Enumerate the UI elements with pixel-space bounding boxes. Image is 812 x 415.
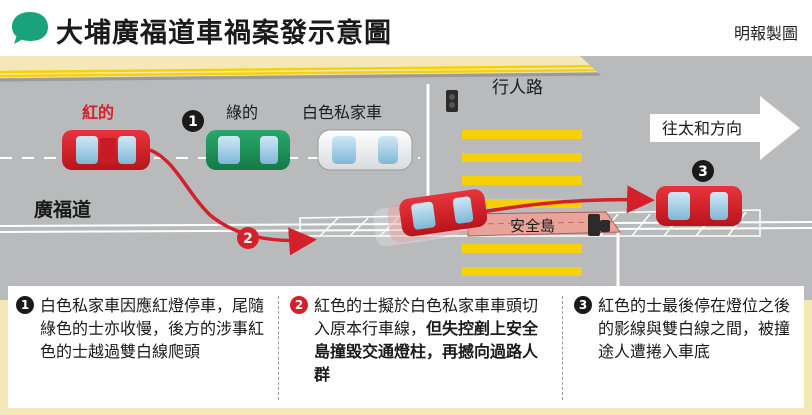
crossing-label: 行人路: [492, 78, 543, 98]
trajectory-path: [149, 148, 317, 256]
step-marker-2: 2: [237, 227, 259, 249]
svg-text:2: 2: [243, 231, 253, 247]
note-3: 3 紅色的士最後停在燈位之後的影線與雙白線之間，被撞途人遭捲入車底: [574, 294, 796, 363]
svg-text:3: 3: [698, 164, 708, 180]
note-number: 2: [290, 296, 308, 314]
road-surface: [0, 70, 812, 300]
traffic-light-icon: [588, 214, 610, 236]
red-taxi-label: 紅的: [82, 103, 114, 122]
page-title: 大埔廣福道車禍案發示意圖: [56, 18, 392, 49]
private-car-label: 白色私家車: [302, 103, 382, 122]
note-2: 2 紅色的士擬於白色私家車車頭切入原本行車線，但失控剷上安全島撞毀交通燈柱，再撼…: [290, 294, 552, 386]
notes-panel: 1 白色私家車因應紅燈停車，尾隨綠色的士亦收慢，後方的涉事紅色的士越過雙白線爬頭…: [8, 286, 804, 408]
note-text: 紅色的士最後停在燈位之後的影線與雙白線之間，被撞途人遭捲入車底: [598, 296, 791, 361]
green-taxi-car: [206, 130, 290, 170]
note-text: 白色私家車因應紅燈停車，尾隨綠色的士亦收慢，後方的涉事紅色的士越過雙白線爬頭: [40, 296, 265, 361]
note-1: 1 白色私家車因應紅燈停車，尾隨綠色的士亦收慢，後方的涉事紅色的士越過雙白線爬頭: [16, 294, 270, 363]
step-marker-3: 3: [692, 160, 714, 182]
traffic-light-icon: [446, 90, 458, 112]
red-taxi-car: [62, 130, 150, 170]
header: 大埔廣福道車禍案發示意圖 明報製圖: [0, 0, 812, 56]
note-number: 1: [16, 296, 34, 314]
red-taxi-final: [656, 186, 742, 226]
note-number: 3: [574, 296, 592, 314]
speech-bubble-icon: [12, 12, 48, 44]
green-taxi-label: 綠的: [226, 103, 258, 122]
zebra-crossing: [462, 130, 582, 276]
island-label: 安全島: [510, 217, 555, 235]
note-text: 紅色的士擬於白色私家車車頭切入原本行車線，: [314, 296, 539, 338]
credit: 明報製圖: [733, 24, 798, 43]
svg-text:1: 1: [188, 114, 198, 130]
crashing-car: [373, 189, 488, 247]
direction-arrow: [650, 96, 800, 160]
private-car: [317, 129, 413, 171]
road-name-label: 廣福道: [34, 198, 91, 221]
road-scene: 往太和方向 行人路 廣福道 安全島 紅的 綠的 白色私家車: [0, 56, 812, 415]
step-marker-1: 1: [182, 110, 204, 132]
direction-label: 往太和方向: [662, 119, 742, 138]
note-text-bold: 但失控剷上安全島撞毀交通燈柱，再撼向過路人群: [314, 319, 539, 384]
